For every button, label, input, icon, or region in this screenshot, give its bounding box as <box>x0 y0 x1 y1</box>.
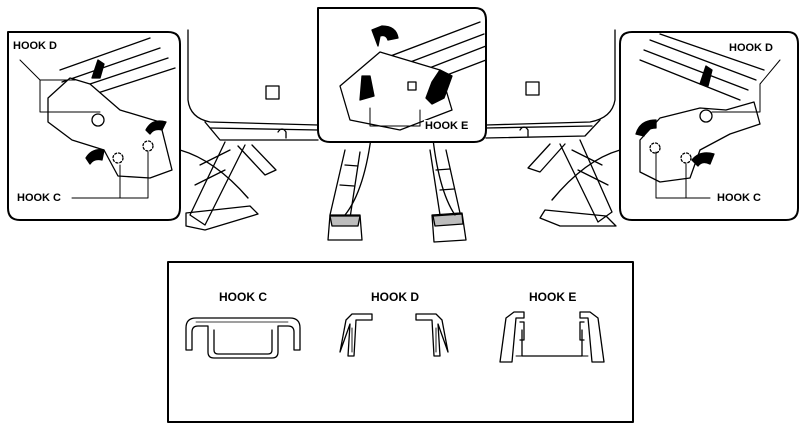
hook-e-profile <box>499 311 605 363</box>
label-right-hook-d: HOOK D <box>728 42 774 54</box>
right-cushion-clip <box>525 81 540 96</box>
hook-c-profile <box>185 317 301 359</box>
legend-label-hook-e: HOOK E <box>528 290 578 304</box>
label-left-hook-c: HOOK C <box>16 192 62 204</box>
label-center-hook-e: HOOK E <box>424 120 470 132</box>
label-left-hook-d: HOOK D <box>12 40 58 52</box>
legend-panel <box>167 261 634 423</box>
center-detail-callout <box>317 7 487 143</box>
left-cushion-clip <box>265 85 280 100</box>
label-right-hook-c: HOOK C <box>716 192 762 204</box>
legend-label-hook-d: HOOK D <box>370 290 420 304</box>
hook-d-profile <box>339 313 449 357</box>
left-detail-callout <box>7 31 249 221</box>
right-detail-callout <box>551 31 799 221</box>
legend-label-hook-c: HOOK C <box>218 290 268 304</box>
